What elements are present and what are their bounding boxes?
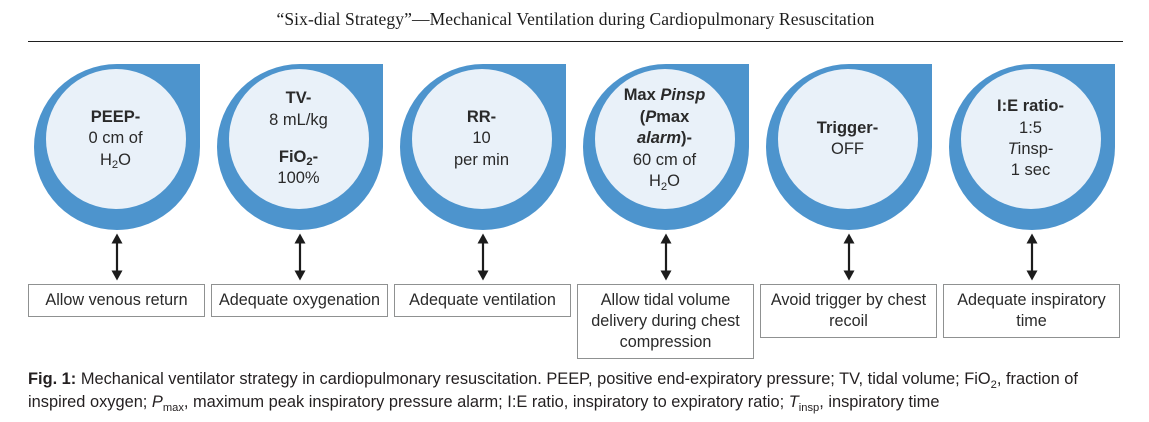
double-arrow-icon: [292, 233, 308, 281]
goal-box: Allow venous return: [28, 284, 205, 318]
title-divider: [28, 41, 1123, 42]
ventilator-dial-shape: Trigger-OFF: [765, 64, 932, 230]
double-arrow-icon: [1024, 233, 1040, 281]
goal-box: Adequate inspiratory time: [943, 284, 1120, 339]
double-arrow-icon: [109, 233, 125, 281]
double-arrow-icon: [841, 233, 857, 281]
figure-title: “Six-dial Strategy”—Mechanical Ventilati…: [276, 9, 875, 29]
dial-column: Trigger-OFF Avoid trigger by chest recoi…: [760, 64, 937, 339]
goal-box: Allow tidal volume delivery during chest…: [577, 284, 754, 360]
double-arrow-icon: [658, 233, 674, 281]
figure-caption: Fig. 1: Mechanical ventilator strategy i…: [28, 370, 1078, 414]
goal-box: Avoid trigger by chest recoil: [760, 284, 937, 339]
double-arrow-icon: [475, 233, 491, 281]
goal-box: Adequate ventilation: [394, 284, 571, 318]
dial-settings-text: Trigger-OFF: [777, 69, 918, 209]
goal-box: Adequate oxygenation: [211, 284, 388, 318]
